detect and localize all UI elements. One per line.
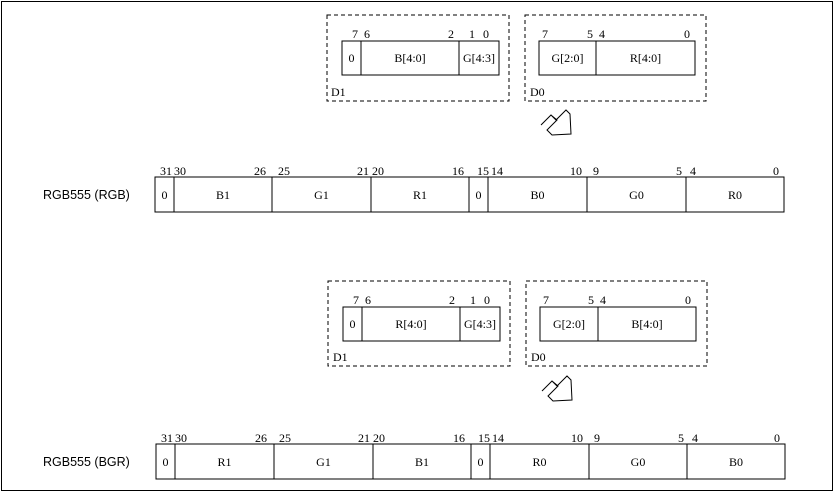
- bgr-d1-field: 0: [350, 317, 356, 331]
- rgb-word-bit: 0: [773, 164, 779, 178]
- bgr-d0-field: G[2:0]: [553, 317, 585, 331]
- bgr-word-field: R1: [217, 455, 231, 469]
- bgr-d0-field: B[4:0]: [631, 317, 662, 331]
- bgr-section: D1 0 R[4:0] G[4:3] 7 6 2 1 0 D0 G[2:0] B…: [43, 280, 786, 480]
- rgb-d1-field-box: [341, 40, 500, 76]
- rgb-d0-bit: 7: [542, 27, 548, 41]
- bgr-d1-bit: 7: [353, 293, 359, 307]
- bgr-word-bit: 21: [358, 431, 370, 445]
- rgb-word-field: G1: [314, 188, 329, 202]
- bgr-d0-bit: 7: [543, 293, 549, 307]
- rgb-word-field: 0: [476, 188, 482, 202]
- bgr-d1-bit: 1: [470, 293, 476, 307]
- rgb-d0-label: D0: [530, 85, 545, 99]
- rgb-section: D1 0 B[4:0] G[4:3] 7 6 2 1 0 D0 G[2:0] R…: [43, 14, 785, 213]
- bgr-word-bit: 30: [175, 431, 187, 445]
- bgr-word-field: B0: [729, 455, 743, 469]
- bgr-d1-field: R[4:0]: [395, 317, 426, 331]
- rgb-word-bit: 25: [278, 164, 290, 178]
- rgb-d1-field: B[4:0]: [394, 51, 425, 65]
- rgb-d1-bit: 1: [469, 27, 475, 41]
- bgr-word-field: B1: [415, 455, 429, 469]
- rgb-word-bit: 21: [357, 164, 369, 178]
- bgr-word-bit: 20: [373, 431, 385, 445]
- rgb-d1-field: 0: [349, 51, 355, 65]
- rgb-word-bit: 30: [174, 164, 186, 178]
- bgr-d0-group: D0 G[2:0] B[4:0] 7 5 4 0: [525, 280, 708, 367]
- bgr-d0-bit: 4: [600, 293, 606, 307]
- rgb-word-bit: 31: [160, 164, 172, 178]
- bgr-d0-bit: 0: [685, 293, 691, 307]
- rgb-d1-bit: 6: [364, 27, 370, 41]
- bgr-word-field: G0: [631, 455, 646, 469]
- bgr-word-bit: 16: [453, 431, 465, 445]
- rgb-word-field: B1: [216, 188, 230, 202]
- bgr-word-bit: 5: [678, 431, 684, 445]
- rgb-word-group: RGB555 (RGB) 0 B1 G1 R1 0 B0 G0 R0 31 30…: [43, 164, 785, 213]
- rgb-d1-bit: 7: [352, 27, 358, 41]
- rgb-d0-bit: 5: [587, 27, 593, 41]
- bgr-word-bit: 10: [571, 431, 583, 445]
- bgr-word-group: RGB555 (BGR) 0 R1 G1 B1 0 R0 G0 B0 31 30…: [43, 431, 786, 480]
- rgb-d0-field-box: [538, 40, 696, 76]
- rgb-word-bit: 15: [477, 164, 489, 178]
- rgb-word-bit: 10: [570, 164, 582, 178]
- rgb-row-label: RGB555 (RGB): [43, 188, 130, 202]
- rgb-word-bit: 5: [676, 164, 682, 178]
- rgb-word-field: B0: [530, 188, 544, 202]
- bgr-word-bit: 15: [478, 431, 490, 445]
- bgr-word-bit: 25: [279, 431, 291, 445]
- bgr-d1-bit: 0: [484, 293, 490, 307]
- down-right-arrow-icon: [540, 109, 572, 136]
- rgb-word-bit: 16: [452, 164, 464, 178]
- bgr-d1-bit: 2: [449, 293, 455, 307]
- rgb-d0-dashed-box: [524, 14, 707, 102]
- rgb-word-field: R0: [728, 188, 742, 202]
- rgb-d1-dashed-box: [326, 14, 510, 102]
- rgb-d1-bit: 2: [448, 27, 454, 41]
- bgr-word-bit: 14: [492, 431, 504, 445]
- rgb-word-bit: 20: [372, 164, 384, 178]
- rgb-word-field: G0: [629, 188, 644, 202]
- rgb-d0-bit: 0: [684, 27, 690, 41]
- rgb-d0-bit: 4: [599, 27, 605, 41]
- bgr-word-bit: 26: [255, 431, 267, 445]
- bgr-word-bit: 4: [692, 431, 698, 445]
- bgr-d1-field-box: [342, 306, 501, 342]
- bgr-word-field: G1: [316, 455, 331, 469]
- bgr-d1-label: D1: [333, 350, 348, 364]
- rgb-word-field: R1: [413, 188, 427, 202]
- rgb-d0-group: D0 G[2:0] R[4:0] 7 5 4 0: [524, 14, 707, 102]
- rgb-word-bit: 9: [593, 164, 599, 178]
- bgr-word-bit: 9: [594, 431, 600, 445]
- rgb-word-bit: 26: [254, 164, 266, 178]
- bgr-word-bit: 0: [774, 431, 780, 445]
- rgb-d0-field: R[4:0]: [630, 51, 661, 65]
- rgb-d1-bit: 0: [483, 27, 489, 41]
- rgb-d1-label: D1: [331, 85, 346, 99]
- bgr-d1-dashed-box: [327, 280, 511, 367]
- bgr-word-field: 0: [478, 455, 484, 469]
- down-right-arrow-icon: [541, 375, 573, 402]
- bgr-word-field: 0: [163, 455, 169, 469]
- bgr-d1-field: G[4:3]: [464, 317, 496, 331]
- rgb-word-bit: 4: [690, 164, 696, 178]
- bgr-d1-group: D1 0 R[4:0] G[4:3] 7 6 2 1 0: [327, 280, 511, 367]
- bgr-d0-bit: 5: [588, 293, 594, 307]
- rgb-d1-group: D1 0 B[4:0] G[4:3] 7 6 2 1 0: [326, 14, 510, 102]
- rgb-word-bit: 14: [491, 164, 503, 178]
- rgb-word-field: 0: [162, 188, 168, 202]
- rgb-d0-field: G[2:0]: [552, 51, 584, 65]
- bgr-word-bit: 31: [161, 431, 173, 445]
- bgr-word-field: R0: [532, 455, 546, 469]
- bgr-d0-label: D0: [531, 350, 546, 364]
- bgr-d0-field-box: [539, 306, 697, 342]
- rgb-d1-field: G[4:3]: [463, 51, 495, 65]
- bgr-row-label: RGB555 (BGR): [43, 455, 130, 469]
- bgr-d1-bit: 6: [365, 293, 371, 307]
